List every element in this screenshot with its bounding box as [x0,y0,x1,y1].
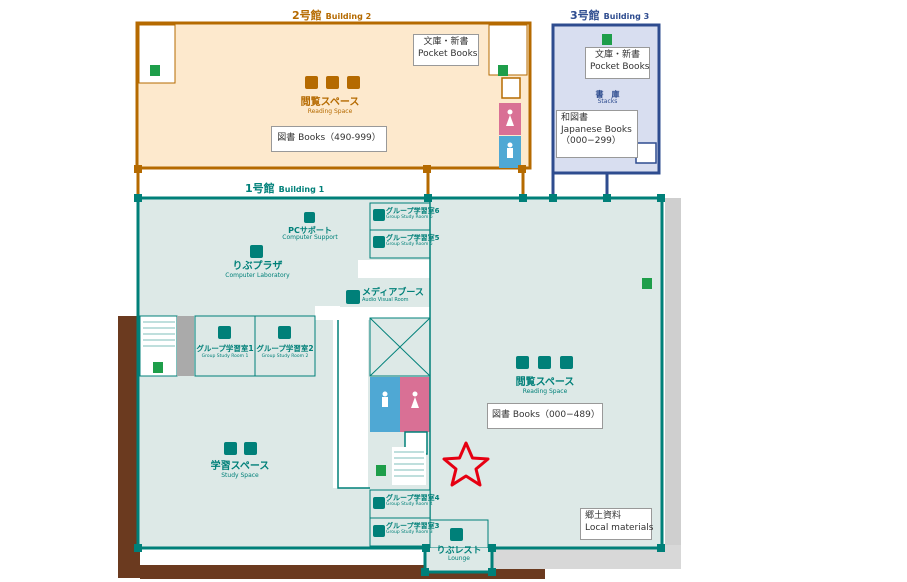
gsr2-label: グループ学習室2 Group Study Room 2 [255,344,315,359]
gsr6-jp: グループ学習室6 [386,207,440,215]
b2-reading-space-en: Reading Space [307,107,353,115]
lounge-label: りぶレスト Lounge [430,546,488,563]
local-materials-en: Local materials [585,522,654,533]
group-study-icon [373,209,385,221]
gsr1-en: Group Study Room 1 [201,353,249,359]
audio-visual-icon [346,290,360,304]
lounge-jp: りぶレスト [436,546,482,556]
lounge-chair-icon [450,528,463,541]
building-2-name-en: Building 2 [325,12,372,21]
b2-pocket-books-label: 文庫・新書 Pocket Books [413,34,479,66]
stairs-center-b1 [392,447,426,485]
computer-icon [347,76,360,89]
pc-support-jp: PCサポート [288,226,332,235]
group-study-icon [373,497,385,509]
media-booth-en: Audio Visual Room [362,297,409,304]
media-booth-label: メディアブース Audio Visual Room [362,288,428,304]
exit-sign-icon [150,65,160,76]
b1-books-label: 図書 Books（000−489） [487,403,603,429]
local-materials-label: 郷土資料 Local materials [580,508,654,540]
reading-desk-icon [538,356,551,369]
computer-icon [250,245,263,258]
exit-sign-icon [602,34,612,45]
local-materials-jp: 郷土資料 [585,511,622,521]
gsr1-label: グループ学習室1 Group Study Room 1 [195,344,255,359]
book-icon [305,76,318,89]
b1-reading-space-en: Reading Space [522,387,568,395]
study-space-label: 学習スペース Study Space [200,461,280,479]
b3-stacks-en: Stacks [597,98,618,106]
exit-sign-icon [376,465,386,476]
elevator-b3 [635,142,657,164]
b2-reading-space-label: 閲覧スペース Reading Space [290,97,370,115]
group-study-icon [218,326,231,339]
building-1-name-jp: 1号館 [245,182,275,195]
lib-plaza-jp: りぶプラザ [232,261,283,272]
gsr1-jp: グループ学習室1 [196,344,254,353]
star-marker-icon [442,441,490,487]
building-1-name-en: Building 1 [278,185,325,194]
gsr5-jp: グループ学習室5 [386,234,440,242]
gsr6-en: Group Study Room 6 [386,214,433,220]
building-2-name-jp: 2号館 [292,9,322,22]
reading-desk-icon [326,76,339,89]
media-booth-jp: メディアブース [362,288,424,298]
exit-sign-icon [498,65,508,76]
building-3-name-jp: 3号館 [570,9,600,22]
gsr3-en: Group Study Room 3 [386,529,433,535]
computer-icon [560,356,573,369]
lib-plaza-en: Computer Laboratory [225,271,290,279]
building-3-name-en: Building 3 [603,12,650,21]
stairs-landing-b1 [177,316,194,376]
ground-strip-left [118,316,140,578]
b3-stacks-jp: 書 庫 [595,90,620,99]
study-space-jp: 学習スペース [210,461,270,472]
b3-stacks-label: 書 庫 Stacks [580,90,635,106]
b3-pocket-books-jp: 文庫・新書 [594,50,640,60]
b3-japanese-books-jp: 和図書 [561,113,589,123]
b1-reading-space-jp: 閲覧スペース [515,377,575,388]
gsr2-en: Group Study Room 2 [261,353,309,359]
b2-pocket-books-jp: 文庫・新書 [423,37,469,47]
pc-support-en: Computer Support [282,234,338,242]
group-study-icon [224,442,237,455]
b3-japanese-books-en: Japanese Books [561,124,632,135]
gsr5-en: Group Study Room 5 [386,241,433,247]
b3-pocket-books-en: Pocket Books [590,61,650,72]
group-study-icon [278,326,291,339]
b3-pocket-books-label: 文庫・新書 Pocket Books [585,47,650,79]
elevator-b2 [501,77,521,99]
b2-reading-space-jp: 閲覧スペース [300,97,360,108]
gsr3-jp: グループ学習室3 [386,522,440,530]
gsr4-jp: グループ学習室4 [386,494,440,502]
study-desk-icon [244,442,257,455]
study-space-en: Study Space [221,471,259,479]
book-icon [516,356,529,369]
pc-support-label: PCサポート Computer Support [280,226,340,242]
lib-plaza-label: りぶプラザ Computer Laboratory [220,261,295,279]
b3-japanese-books-label: 和図書 Japanese Books （000−299） [556,110,638,158]
exit-sign-icon [642,278,652,289]
gsr2-jp: グループ学習室2 [256,344,314,353]
b3-japanese-books-range: （000−299） [561,136,621,147]
b1-reading-space-label: 閲覧スペース Reading Space [505,377,585,395]
building-shadow-right [665,198,681,545]
lounge-en: Lounge [447,555,470,563]
exit-sign-icon [153,362,163,373]
b2-pocket-books-en: Pocket Books [418,48,478,59]
group-study-icon [373,525,385,537]
pc-support-icon [304,212,315,223]
gsr4-en: Group Study Room 4 [386,501,433,507]
group-study-icon [373,236,385,248]
b2-books-label: 図書 Books（490-999） [271,126,387,152]
